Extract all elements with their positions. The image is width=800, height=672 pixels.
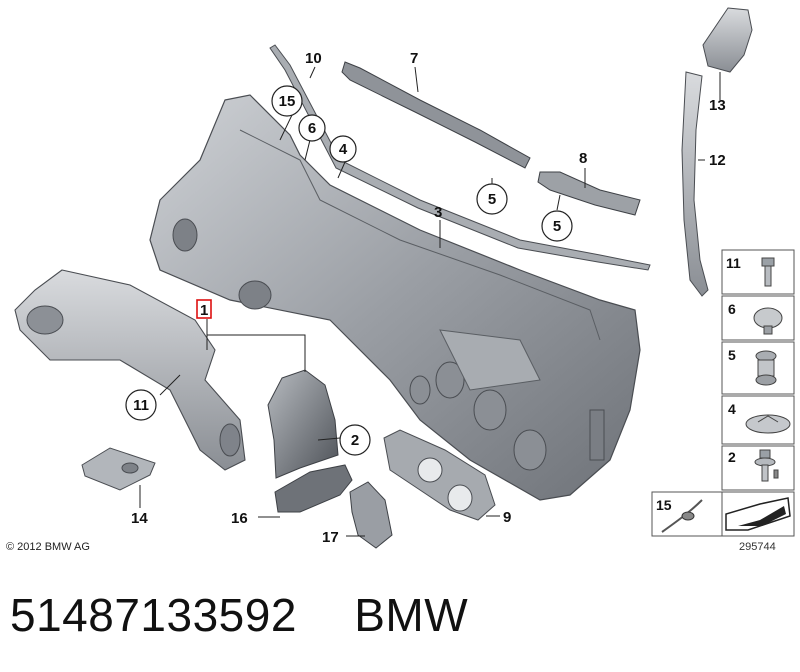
callout-label: 1 bbox=[200, 302, 208, 319]
fastener-label: 4 bbox=[728, 401, 736, 417]
callout-label: 8 bbox=[579, 150, 587, 167]
callout-label: 15 bbox=[279, 93, 296, 110]
callout-label: 6 bbox=[308, 120, 316, 137]
callout-label: 12 bbox=[709, 152, 726, 169]
callout-label: 4 bbox=[339, 141, 348, 158]
copyright-notice: © 2012 BMW AG bbox=[6, 541, 90, 553]
a-pillar-trim-part-12 bbox=[681, 71, 709, 297]
bolt-icon bbox=[761, 257, 775, 287]
fastener-label: 5 bbox=[728, 347, 736, 363]
callout-circle bbox=[476, 183, 508, 215]
wheelhouse-part-11 bbox=[14, 269, 246, 471]
mount-part-14 bbox=[81, 447, 156, 491]
callout-circle bbox=[125, 389, 157, 421]
screw-washer-icon bbox=[754, 449, 779, 482]
callout-label: 2 bbox=[351, 432, 359, 449]
parts-diagram: 10 7 15 6 4 8 5 5 3 1 11 2 14 16 17 9 13… bbox=[14, 7, 795, 549]
fastener-label: 11 bbox=[726, 255, 741, 271]
callout-circle bbox=[339, 424, 371, 456]
fastener-cell bbox=[721, 445, 795, 491]
fastener-panel: 11 6 5 4 2 bbox=[651, 249, 795, 537]
fastener-label: 2 bbox=[728, 449, 736, 465]
insulation-part-16 bbox=[274, 464, 353, 513]
callout-label: 13 bbox=[709, 97, 726, 114]
callout-circle bbox=[271, 85, 303, 117]
diagram-id: 295744 bbox=[739, 541, 776, 553]
part-number: 51487133592 bbox=[10, 589, 297, 641]
cover-part-8 bbox=[537, 171, 641, 216]
callout-circle bbox=[541, 210, 573, 242]
expanding-rivet-icon bbox=[745, 414, 791, 434]
callout-label: 10 bbox=[305, 50, 322, 67]
cable-tie-icon bbox=[661, 499, 703, 533]
gasket-part-9 bbox=[383, 429, 496, 521]
insulation-wedge-icon bbox=[725, 497, 791, 531]
brand-name: BMW bbox=[354, 589, 469, 641]
callout-label: 16 bbox=[231, 510, 248, 527]
fastener-label: 6 bbox=[728, 301, 736, 317]
callout-label: 17 bbox=[322, 529, 339, 546]
callout-label: 5 bbox=[488, 191, 496, 208]
callout-label: 3 bbox=[434, 204, 442, 221]
footer-caption: 51487133592 BMW bbox=[10, 588, 468, 642]
bulkhead-part bbox=[149, 94, 641, 501]
callout-box bbox=[196, 299, 212, 319]
fastener-cell bbox=[721, 249, 795, 295]
callout-label: 7 bbox=[410, 50, 418, 67]
callout-labels: 10 7 15 6 4 8 5 5 3 1 11 2 14 16 17 9 13… bbox=[125, 50, 726, 546]
bracket-part-13 bbox=[702, 7, 753, 73]
leader-lines bbox=[139, 66, 721, 537]
screw-clip-icon bbox=[755, 350, 777, 386]
callout-label: 5 bbox=[553, 218, 561, 235]
callout-label: 11 bbox=[133, 397, 149, 414]
fastener-label: 15 bbox=[656, 497, 672, 513]
cowl-insulation-part bbox=[341, 61, 531, 169]
callout-label: 14 bbox=[131, 510, 148, 527]
round-clip-icon bbox=[753, 307, 783, 335]
cover-part-2 bbox=[267, 369, 339, 479]
callout-label: 9 bbox=[503, 509, 511, 526]
insulation-part-17 bbox=[349, 481, 393, 549]
callout-circle bbox=[329, 135, 357, 163]
callout-circle bbox=[298, 114, 326, 142]
